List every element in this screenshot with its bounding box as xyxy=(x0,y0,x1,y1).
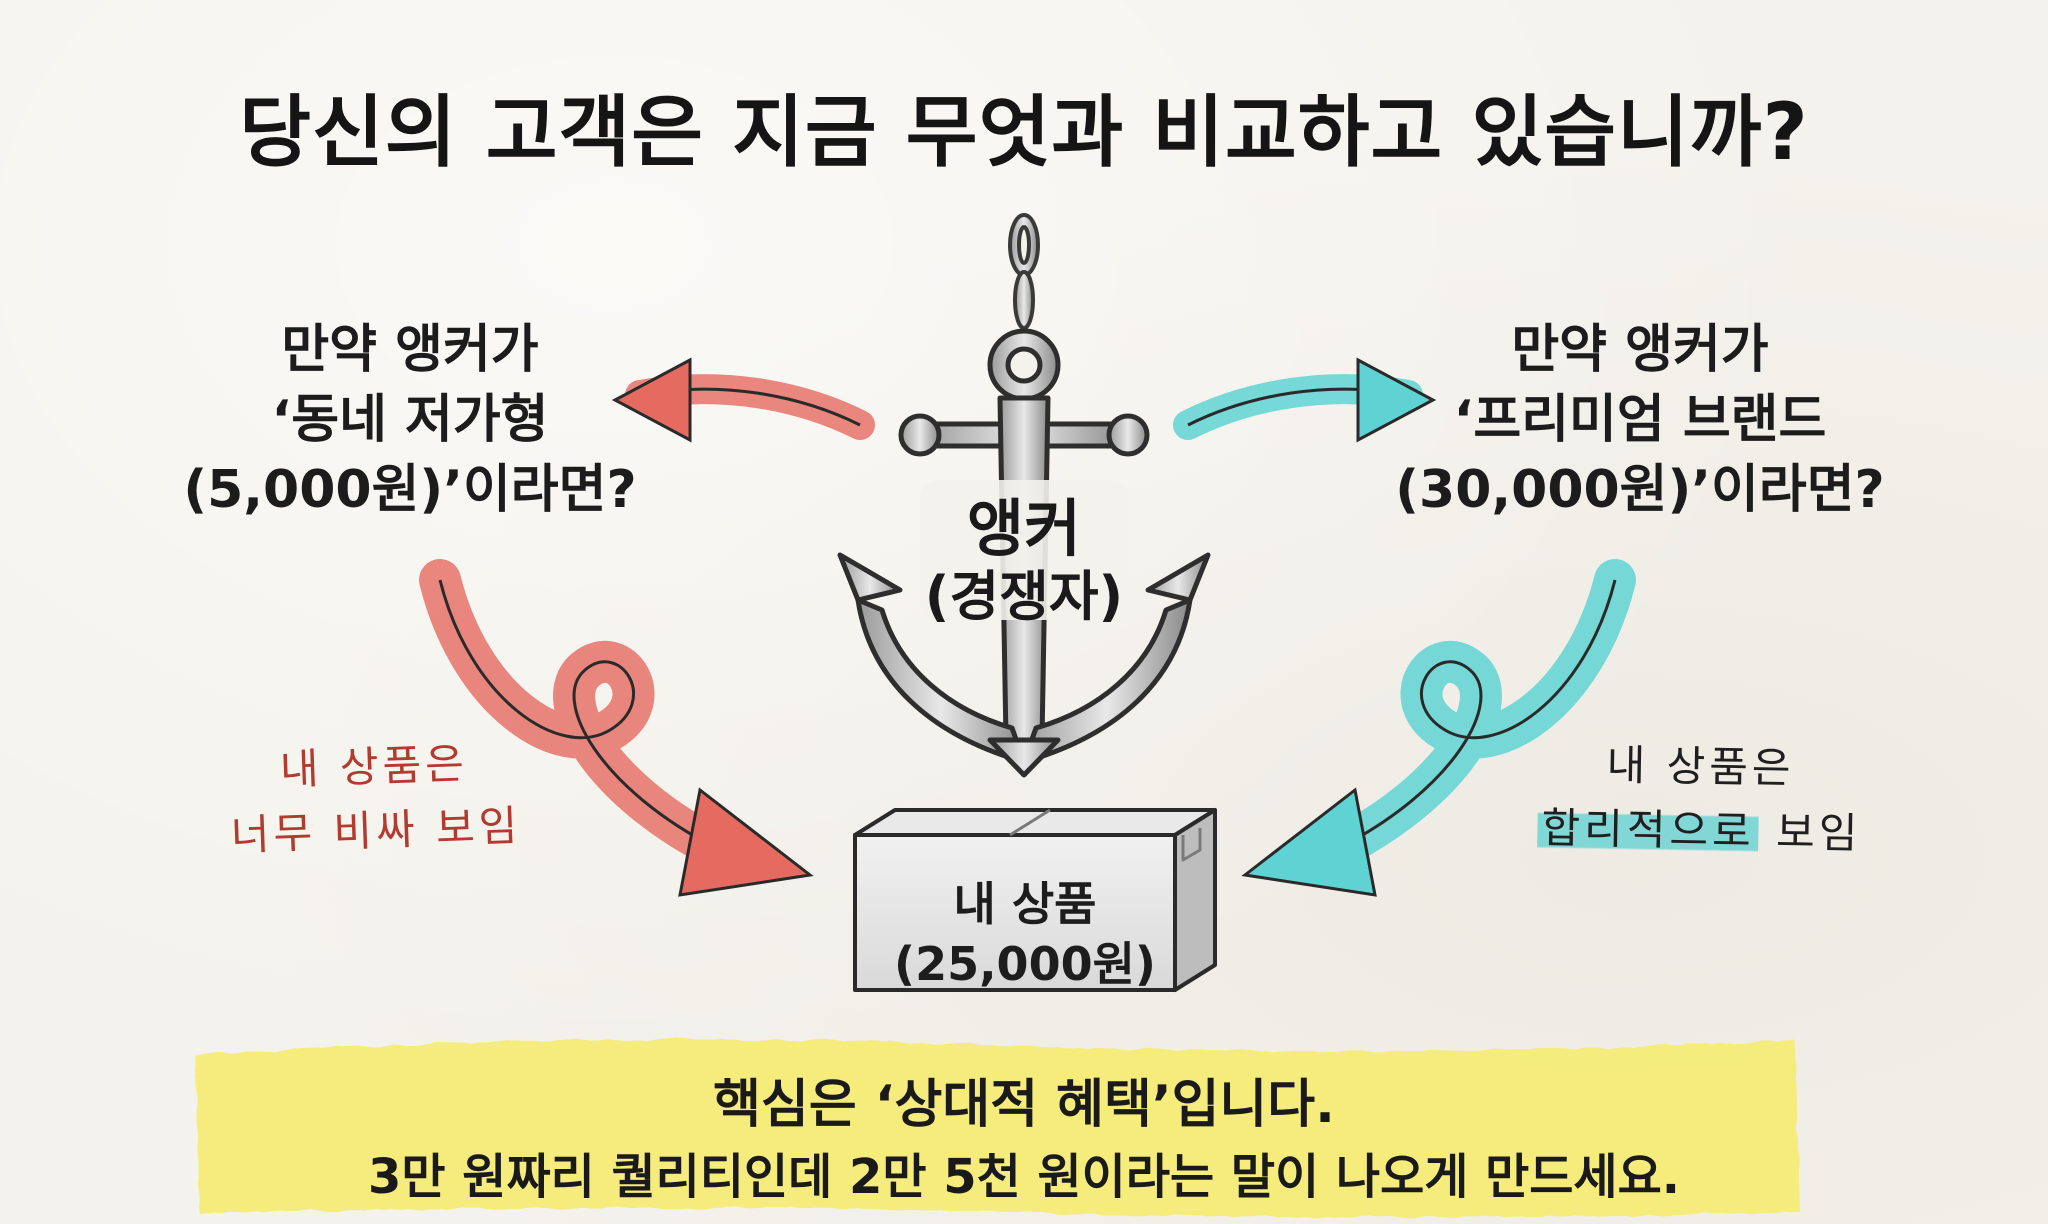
right-scenario-line2: ‘프리미엄 브랜드 xyxy=(1360,385,1920,455)
anchor-sublabel: (경쟁자) xyxy=(874,552,1174,631)
right-scenario-question: 만약 앵커가 ‘프리미엄 브랜드 (30,000원)’이라면? xyxy=(1360,315,1920,525)
left-result-line1: 내 상품은 xyxy=(208,729,540,804)
left-scenario-question: 만약 앵커가 ‘동네 저가형 (5,000원)’이라면? xyxy=(130,315,690,525)
page-title: 당신의 고객은 지금 무엇과 비교하고 있습니까? xyxy=(0,70,2048,182)
right-result-line2: 합리적으로 보임 xyxy=(1519,796,1880,866)
right-scenario-line1: 만약 앵커가 xyxy=(1360,315,1920,385)
right-scenario-line3: (30,000원)’이라면? xyxy=(1360,455,1920,525)
right-result-highlight: 합리적으로 xyxy=(1537,803,1759,856)
product-label: 내 상품 xyxy=(855,868,1195,934)
left-scenario-line1: 만약 앵커가 xyxy=(130,315,690,385)
right-result-line1: 내 상품은 xyxy=(1520,732,1881,802)
left-result-line2: 너무 비싸 보임 xyxy=(210,793,542,868)
conclusion-line1: 핵심은 ‘상대적 혜택’입니다. xyxy=(0,1062,2048,1137)
right-result-note: 내 상품은 합리적으로 보임 xyxy=(1519,732,1881,866)
left-scenario-line2: ‘동네 저가형 xyxy=(130,385,690,455)
anchor-chain xyxy=(1010,215,1038,328)
right-result-rest: 보임 xyxy=(1758,807,1861,858)
left-scenario-line3: (5,000원)’이라면? xyxy=(130,455,690,525)
left-result-note: 내 상품은 너무 비싸 보임 xyxy=(208,729,542,868)
conclusion-line2: 3만 원짜리 퀄리티인데 2만 5천 원이라는 말이 나오게 만드세요. xyxy=(0,1137,2048,1207)
product-price: (25,000원) xyxy=(855,928,1195,994)
